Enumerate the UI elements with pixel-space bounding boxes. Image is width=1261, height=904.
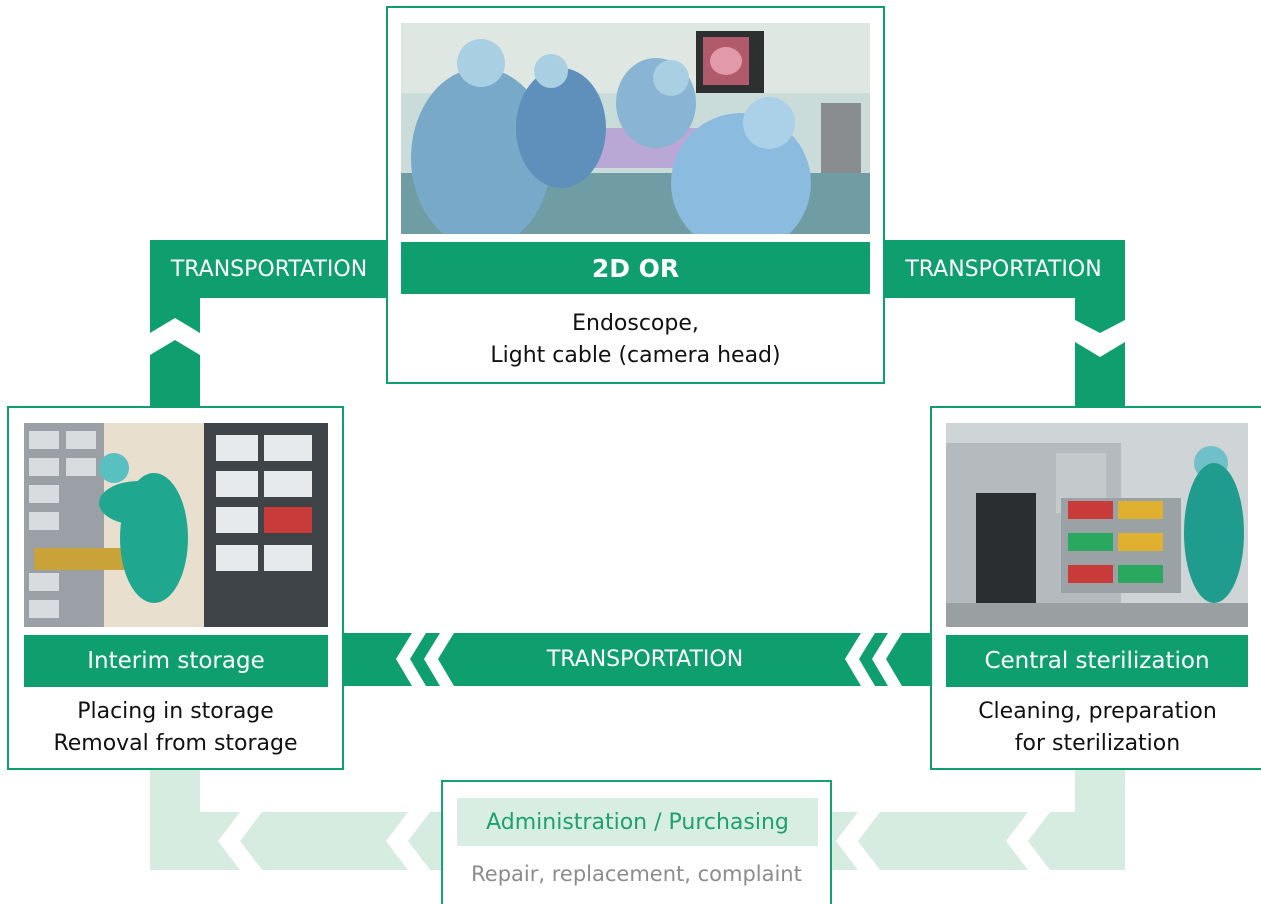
or-title-band: 2D OR: [401, 242, 870, 294]
bottom-transport-arrow: [340, 633, 935, 686]
admin-description: Repair, replacement, complaint: [471, 862, 802, 886]
return-arrow-chevrons: [218, 812, 1050, 870]
interim-description: Placing in storage Removal from storage: [9, 696, 342, 760]
central-description: Cleaning, preparation for sterilization: [932, 696, 1261, 760]
interim-desc-line-2: Removal from storage: [53, 731, 298, 756]
station-central-sterilization: Central sterilization Cleaning, preparat…: [930, 406, 1261, 770]
central-desc-line-1: Cleaning, preparation: [978, 699, 1217, 724]
right-top-transport-bar: [880, 240, 1125, 298]
left-top-transport-bar: [150, 240, 390, 298]
station-administration: Administration / Purchasing Repair, repl…: [441, 780, 832, 904]
bottom-arrow-chevrons: [396, 633, 902, 686]
station-interim-storage: Interim storage Placing in storage Remov…: [7, 406, 344, 770]
admin-title-band: Administration / Purchasing: [457, 798, 818, 846]
interim-desc-line-1: Placing in storage: [77, 699, 274, 724]
storage-rack-photo: [24, 423, 328, 627]
right-arrow-chevron: [1075, 320, 1125, 357]
transport-label-left: TRANSPORTATION: [170, 256, 368, 282]
or-desc-line-2: Light cable (camera head): [490, 343, 781, 368]
central-title-band: Central sterilization: [946, 635, 1248, 687]
or-description: Endoscope, Light cable (camera head): [401, 308, 870, 372]
sterilizer-photo: [946, 423, 1248, 627]
transport-label-bottom: TRANSPORTATION: [546, 647, 744, 672]
transport-label-right: TRANSPORTATION: [905, 256, 1102, 282]
interim-title-band: Interim storage: [24, 635, 328, 687]
or-desc-line-1: Endoscope,: [572, 311, 699, 336]
central-desc-line-2: for sterilization: [1014, 731, 1181, 756]
station-or: 2D OR Endoscope, Light cable (camera hea…: [386, 6, 885, 384]
left-arrow-chevron: [150, 318, 200, 355]
operating-room-photo: [401, 23, 870, 234]
